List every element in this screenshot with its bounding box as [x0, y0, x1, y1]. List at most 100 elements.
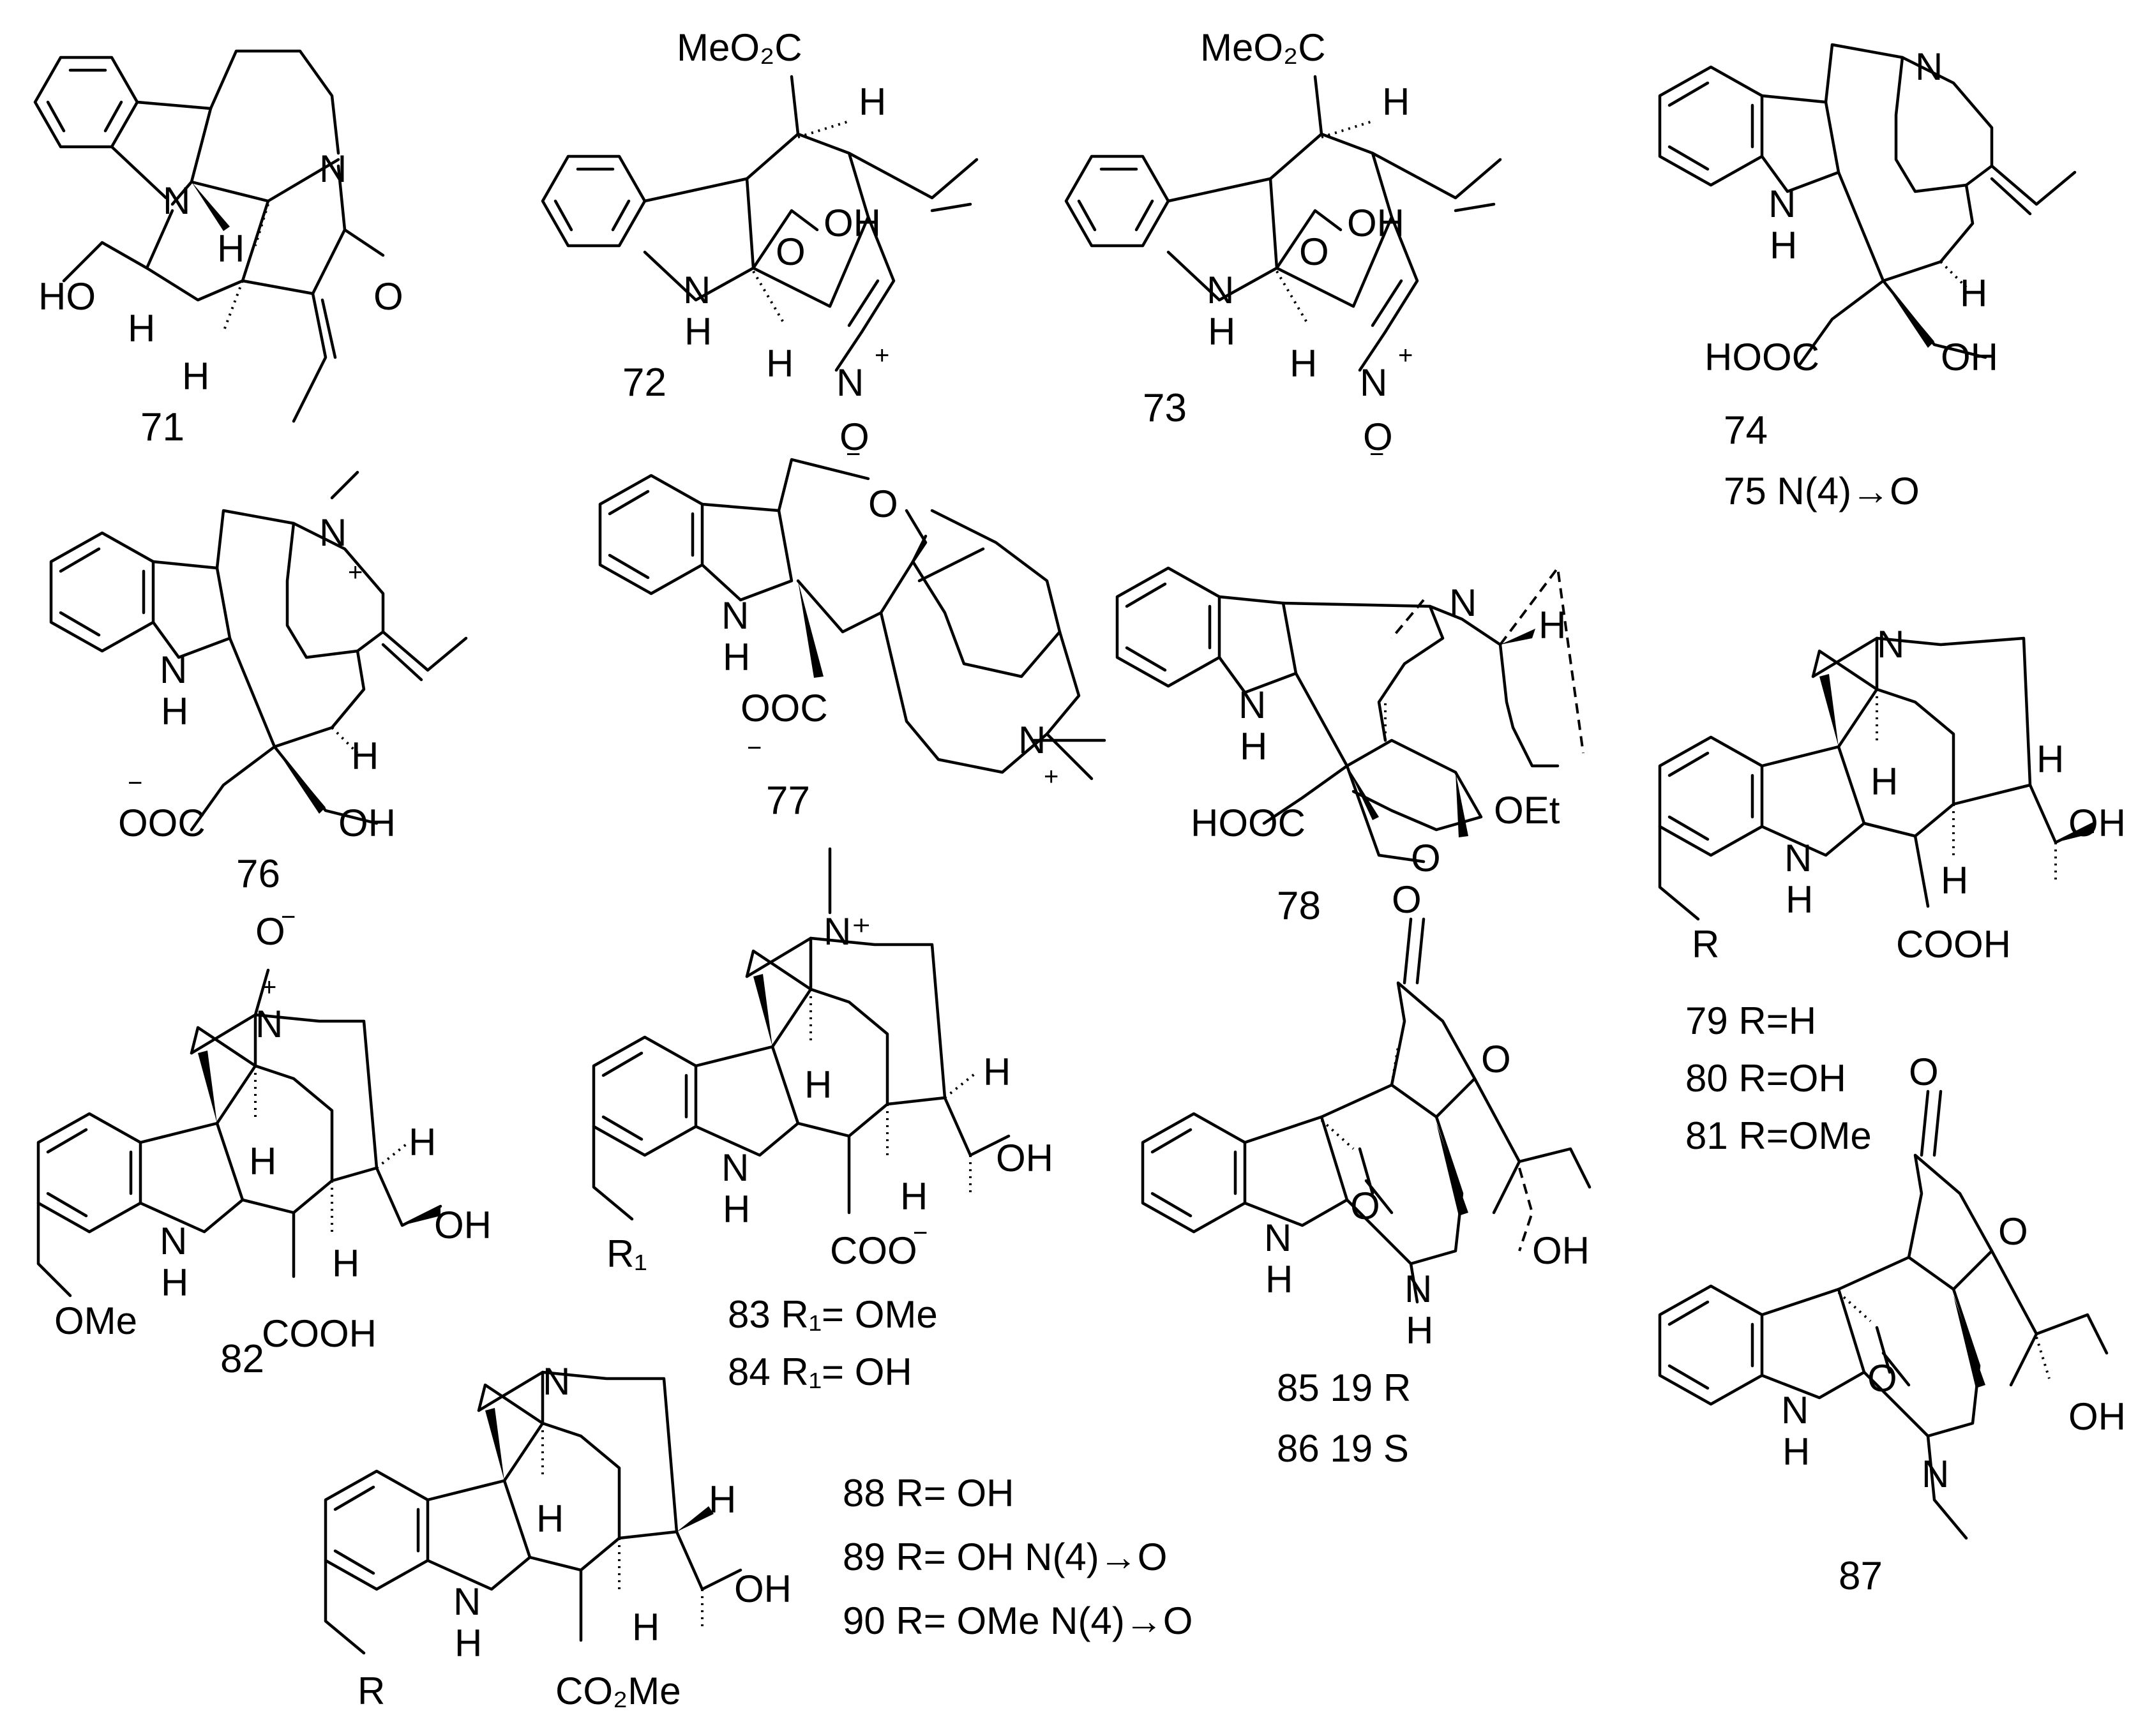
compound-number: 71 — [140, 405, 184, 449]
atom-label: H — [1870, 760, 1898, 803]
atom-label: H — [2036, 738, 2064, 781]
variant-label: 88 R= OH — [843, 1472, 1014, 1515]
atom-label: H — [1960, 272, 1987, 315]
structure-77: O N H OOC − N + 77 — [598, 458, 1106, 823]
compound-number: 87 — [1839, 1554, 1883, 1598]
charge-label: − — [846, 440, 861, 468]
atom-label: N — [1784, 837, 1812, 879]
atom-label: O — [1392, 878, 1422, 921]
atom-label: N⁺ — [824, 910, 871, 953]
atom-label: H — [1382, 80, 1410, 123]
structure-82: O − + N H N H H H OH OMe COOH 82 — [36, 903, 492, 1381]
atom-label: H — [723, 636, 750, 678]
atom-label: OH — [2068, 1395, 2126, 1438]
structure-74: N N H H HOOC OH 74 75 N(4)→O — [1658, 43, 2077, 513]
charge-label: + — [1044, 763, 1058, 791]
atom-label: MeO₂C — [1200, 26, 1326, 69]
compound-number: 77 — [766, 779, 810, 823]
atom-label: H — [249, 1140, 276, 1183]
structure-71: N N O H HO H H 71 — [33, 49, 403, 449]
atom-label: N — [683, 269, 711, 311]
structure-73: MeO₂C H O OH N H H N + O − 73 — [1064, 26, 1502, 468]
atom-label: H — [351, 735, 379, 777]
atom-label: N — [1238, 684, 1266, 726]
atom-label: N — [255, 1003, 283, 1045]
atom-label: H — [1941, 859, 1968, 902]
atom-label: H — [723, 1188, 750, 1231]
atom-label: OOC — [118, 802, 206, 844]
compound-number: 73 — [1143, 386, 1187, 430]
atom-label: N — [1781, 1389, 1809, 1432]
charge-label: − — [913, 1219, 928, 1247]
atom-label: H — [1770, 224, 1797, 267]
atom-label: N — [1877, 623, 1904, 666]
atom-label: CO₂Me — [555, 1670, 681, 1712]
atom-label: R — [358, 1670, 385, 1712]
atom-label: H — [1782, 1430, 1810, 1473]
atom-label: H — [900, 1175, 928, 1218]
charge-label: − — [1369, 440, 1384, 468]
atom-label: HO — [38, 275, 96, 318]
atom-label: N — [163, 179, 190, 222]
atom-label: H — [804, 1063, 832, 1106]
atom-label: OH — [338, 802, 396, 844]
atom-label: H — [1208, 310, 1235, 353]
atom-label: OH — [1941, 336, 1998, 378]
atom-label: OMe — [54, 1299, 137, 1342]
atom-label: N — [319, 511, 347, 554]
atom-label: N — [721, 1146, 749, 1189]
atom-label: COOH — [1896, 923, 2011, 966]
atom-label: OH — [1532, 1229, 1590, 1272]
variant-label: 84 R₁= OH — [728, 1351, 912, 1393]
atom-label: N — [1207, 269, 1234, 311]
atom-label: H — [983, 1051, 1011, 1093]
atom-label: H — [182, 355, 209, 398]
compound-number: 72 — [622, 361, 666, 405]
structure-78: N H N H OEt HOOC O 78 — [1115, 564, 1584, 928]
charge-label: + — [348, 558, 363, 587]
atom-label: OH — [734, 1568, 792, 1610]
atom-label: H — [1240, 725, 1267, 768]
derivative-note: 75 N(4)→O — [1724, 470, 1920, 513]
atom-label: H — [766, 342, 794, 385]
atom-label: COOH — [262, 1312, 377, 1355]
atom-label: MeO₂C — [677, 26, 802, 69]
atom-label: H — [859, 80, 886, 123]
atom-label: N — [1922, 1453, 1949, 1495]
atom-label: O — [839, 415, 869, 458]
atom-label: OH — [996, 1137, 1053, 1179]
atom-label: O — [1363, 415, 1393, 458]
variant-label: 90 R= OMe N(4)→O — [843, 1599, 1193, 1642]
atom-label: H — [684, 310, 712, 353]
atom-label: O — [1411, 837, 1441, 879]
atom-label: N — [836, 361, 864, 404]
compound-number: 74 — [1724, 408, 1768, 453]
structure-72: MeO₂C H O OH N H H N + O − 72 — [541, 26, 979, 468]
variant-label: 86 19 S — [1277, 1427, 1409, 1470]
atom-label: H — [632, 1606, 659, 1649]
charge-label: + — [1398, 341, 1413, 370]
structure-88: N H N H H H OH R CO₂Me 88 R= OH 89 R= OH… — [324, 1360, 1193, 1712]
compound-number: 76 — [236, 852, 280, 896]
atom-label: H — [1265, 1258, 1293, 1301]
structure-83: N⁺ H N H H H OH R₁ COO − 83 R₁= OMe 84 R… — [592, 847, 1053, 1393]
atom-label: N — [1264, 1216, 1291, 1259]
charge-label: − — [281, 903, 296, 931]
atom-label: OH — [434, 1204, 492, 1246]
atom-label: OOC — [741, 687, 828, 730]
structure-79: N H N H H H OH R COOH 79 R=H 80 R=OH 81 … — [1658, 623, 2126, 1157]
atom-label: H — [1539, 604, 1566, 647]
atom-label: H — [536, 1497, 564, 1540]
atom-label: O — [1350, 1185, 1380, 1227]
atom-label: O — [373, 275, 403, 318]
atom-label: R — [1692, 923, 1719, 966]
structure-85: O O O N H N H OH 85 19 R 86 19 S — [1141, 878, 1592, 1470]
atom-label: OH — [2068, 802, 2126, 844]
atom-label: N — [160, 1220, 187, 1262]
atom-label: O — [1481, 1038, 1511, 1081]
atom-label: COO — [830, 1229, 917, 1272]
variant-label: 80 R=OH — [1685, 1057, 1846, 1100]
atom-label: H — [1290, 342, 1317, 385]
charge-label: − — [128, 769, 142, 797]
